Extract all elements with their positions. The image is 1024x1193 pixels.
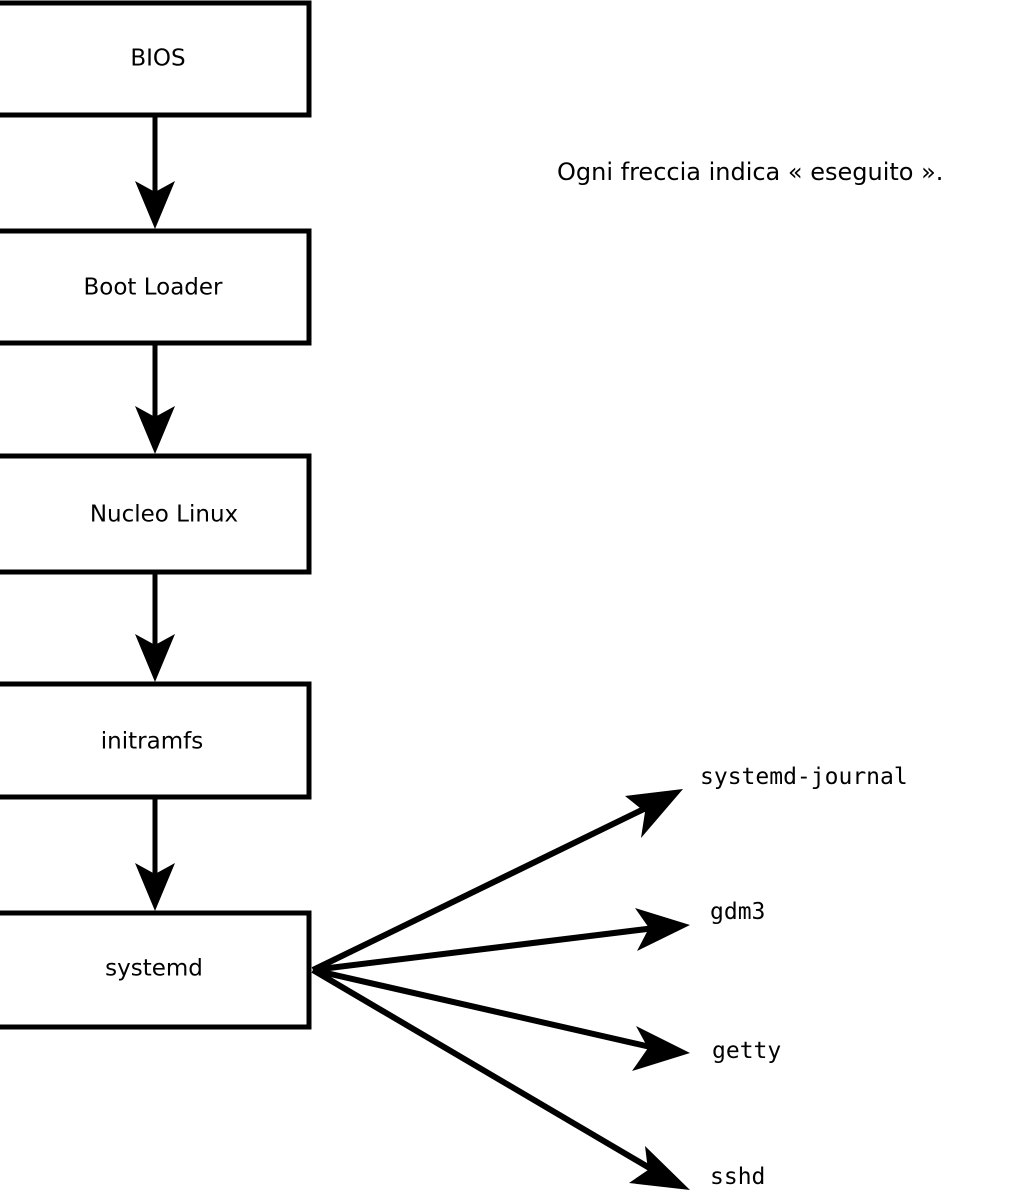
arrow-systemd-to-gdm3-shaft bbox=[312, 925, 656, 973]
node-nucleo-linux[interactable]: Nucleo Linux bbox=[0, 453, 312, 575]
node-initramfs[interactable]: initramfs bbox=[0, 681, 312, 800]
arrow-nucleo-linux-to-initramfs bbox=[135, 572, 175, 682]
arrow-systemd-to-gdm3-head bbox=[635, 908, 690, 951]
arrow-bios-to-boot-loader-head bbox=[135, 181, 175, 229]
node-nucleo-linux-label: Nucleo Linux bbox=[90, 502, 238, 528]
node-systemd-label: systemd bbox=[105, 956, 203, 982]
arrow-systemd-to-getty-shaft bbox=[312, 967, 656, 1051]
node-nucleo-linux-rect bbox=[0, 453, 312, 575]
arrow-systemd-to-systemd-journal-head bbox=[625, 789, 683, 838]
service-label-gdm3: gdm3 bbox=[710, 899, 765, 925]
node-initramfs-label: initramfs bbox=[101, 729, 203, 755]
arrow-systemd-to-sshd-shaft bbox=[311, 967, 655, 1173]
arrow-systemd-to-gdm3 bbox=[312, 908, 690, 973]
arrow-systemd-to-sshd-head bbox=[629, 1146, 690, 1190]
arrow-nucleo-linux-to-initramfs-head bbox=[135, 634, 175, 682]
service-label-getty: getty bbox=[712, 1038, 781, 1064]
arrow-systemd-to-sshd bbox=[311, 967, 690, 1190]
diagram-caption: Ogni freccia indica « eseguito ». bbox=[557, 158, 943, 186]
arrow-systemd-to-getty-head bbox=[632, 1026, 690, 1071]
arrow-boot-loader-to-nucleo-linux-head bbox=[135, 406, 175, 454]
arrow-boot-loader-to-nucleo-linux bbox=[135, 343, 175, 454]
node-systemd[interactable]: systemd bbox=[0, 910, 312, 1030]
arrow-initramfs-to-systemd bbox=[135, 797, 175, 911]
service-label-sshd: sshd bbox=[710, 1164, 765, 1190]
node-boot-loader-label: Boot Loader bbox=[83, 275, 223, 301]
arrow-systemd-to-systemd-journal bbox=[311, 789, 683, 973]
node-boot-loader-rect bbox=[0, 228, 312, 346]
node-initramfs-rect bbox=[0, 681, 312, 800]
node-bios-label: BIOS bbox=[130, 46, 185, 72]
node-bios-rect bbox=[0, 0, 312, 118]
arrow-bios-to-boot-loader bbox=[135, 115, 175, 229]
node-boot-loader[interactable]: Boot Loader bbox=[0, 228, 312, 346]
service-label-systemd-journal: systemd-journal bbox=[700, 764, 908, 790]
arrow-systemd-to-getty bbox=[312, 967, 690, 1071]
node-bios[interactable]: BIOS bbox=[0, 0, 312, 118]
arrow-initramfs-to-systemd-head bbox=[135, 863, 175, 911]
node-systemd-rect bbox=[0, 910, 312, 1030]
arrow-systemd-to-systemd-journal-shaft bbox=[311, 804, 650, 973]
